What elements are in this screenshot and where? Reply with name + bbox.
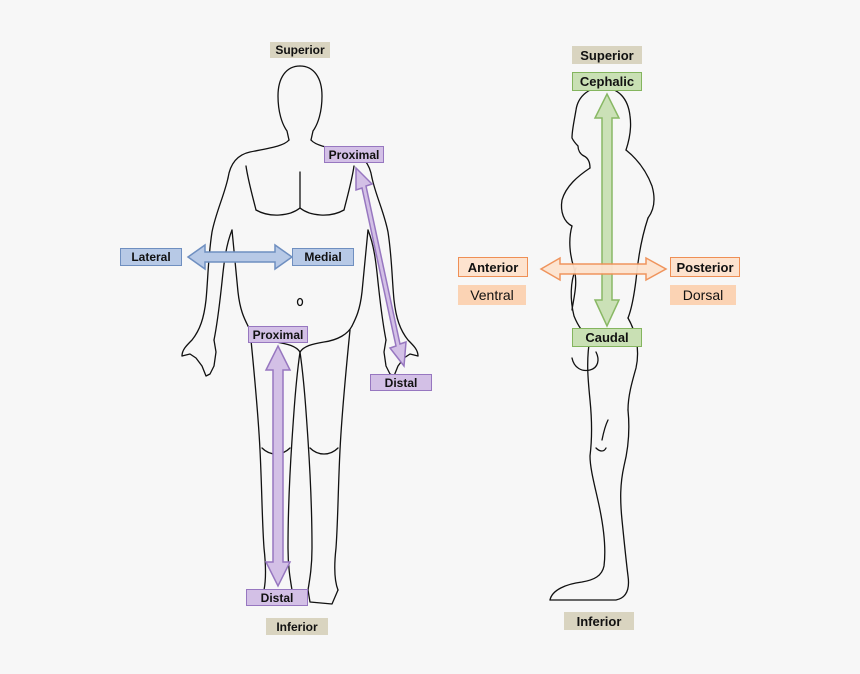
anterior-label: Anterior bbox=[458, 257, 528, 277]
leg-distal-label: Distal bbox=[246, 589, 308, 606]
caudal-label: Caudal bbox=[572, 328, 642, 347]
cephalic-label: Cephalic bbox=[572, 72, 642, 91]
arm-proximal-distal-arrow bbox=[355, 166, 407, 368]
front-superior-label: Superior bbox=[270, 42, 330, 58]
anterior-posterior-arrow bbox=[539, 256, 668, 282]
lateral-label: Lateral bbox=[120, 248, 182, 266]
side-inferior-label: Inferior bbox=[564, 612, 634, 630]
leg-proximal-distal-arrow bbox=[264, 344, 292, 588]
side-superior-label: Superior bbox=[572, 46, 642, 64]
lateral-medial-arrow bbox=[186, 243, 294, 271]
posterior-label: Posterior bbox=[670, 257, 740, 277]
cephalic-caudal-arrow bbox=[593, 92, 621, 328]
medial-label: Medial bbox=[292, 248, 354, 266]
arm-proximal-label: Proximal bbox=[324, 146, 384, 163]
leg-proximal-label: Proximal bbox=[248, 326, 308, 343]
arm-distal-label: Distal bbox=[370, 374, 432, 391]
front-inferior-label: Inferior bbox=[266, 618, 328, 635]
side-body-outline bbox=[549, 87, 655, 601]
front-body-outline bbox=[181, 65, 419, 605]
ventral-label: Ventral bbox=[458, 285, 526, 305]
dorsal-label: Dorsal bbox=[670, 285, 736, 305]
